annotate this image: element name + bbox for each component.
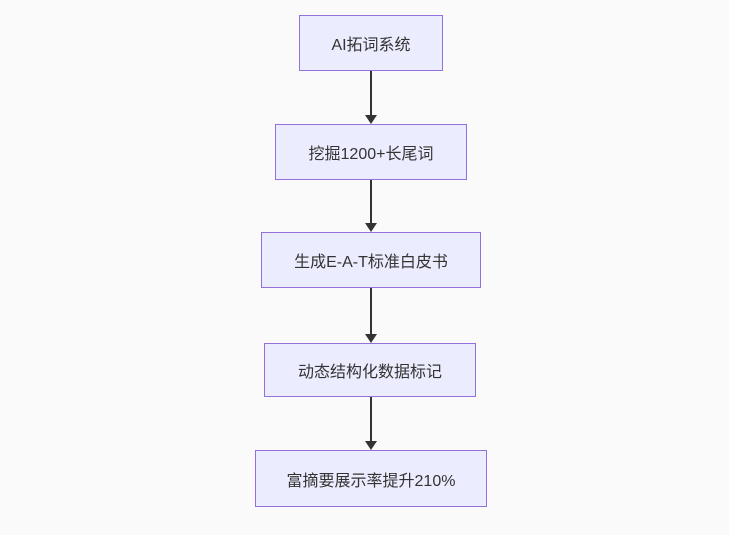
- arrowhead-icon: [365, 334, 377, 343]
- flow-node-generate-eat-whitepaper: 生成E-A-T标准白皮书: [261, 232, 481, 288]
- arrowhead-icon: [365, 441, 377, 450]
- edge-line-d-to-e: [370, 397, 372, 442]
- flow-node-label: 生成E-A-T标准白皮书: [294, 254, 448, 271]
- flow-node-dynamic-structured-data-markup: 动态结构化数据标记: [264, 343, 476, 397]
- flow-node-label: 动态结构化数据标记: [297, 364, 442, 381]
- arrowhead-icon: [365, 115, 377, 124]
- flow-node-ai-word-expansion-system: AI拓词系统: [299, 15, 443, 71]
- edge-line-c-to-d: [370, 288, 372, 335]
- flow-node-label: AI拓词系统: [331, 37, 411, 54]
- flow-node-mine-longtail-keywords: 挖掘1200+长尾词: [275, 124, 467, 180]
- flow-node-label: 富摘要展示率提升210%: [286, 472, 456, 490]
- flow-node-label: 挖掘1200+长尾词: [308, 146, 434, 163]
- arrowhead-icon: [365, 223, 377, 232]
- flow-node-rich-snippet-rate-increase: 富摘要展示率提升210%: [255, 450, 487, 507]
- edge-line-b-to-c: [370, 180, 372, 224]
- edge-line-a-to-b: [370, 71, 372, 116]
